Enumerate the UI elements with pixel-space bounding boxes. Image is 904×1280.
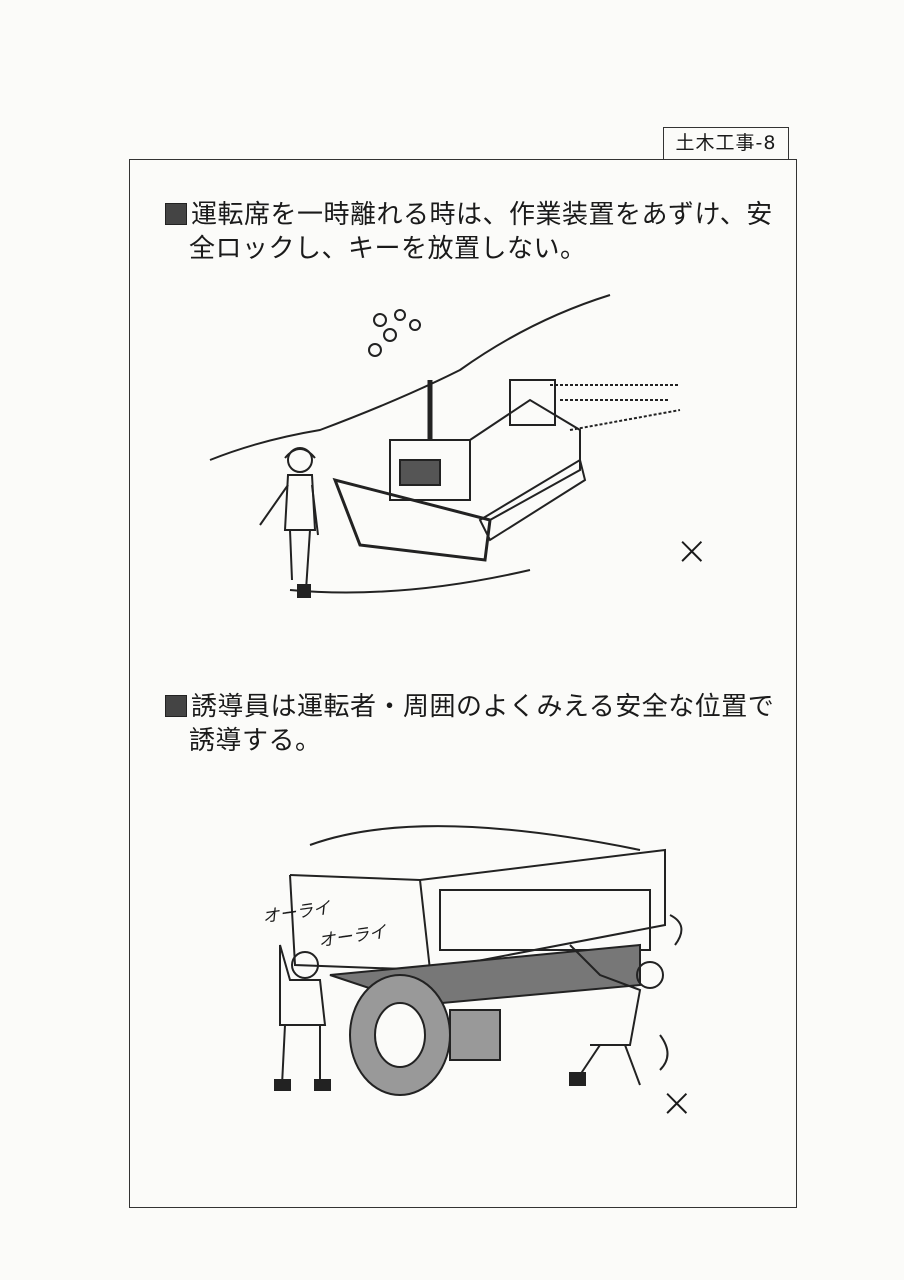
ng-mark-1: × (675, 528, 709, 574)
dump-truck-illustration (274, 825, 683, 1096)
dump-truck (289, 825, 666, 1096)
guide-worker-right-unsafe (569, 914, 683, 1086)
section-1-line-1: 運転席を一時離れる時は、作業装置をあずけ、安 (191, 200, 773, 230)
section-2-text: 誘導員は運転者・周囲のよくみえる安全な位置で 誘導する。 (165, 690, 785, 758)
section-1-text: 運転席を一時離れる時は、作業装置をあずけ、安 全ロックし、キーを放置しない。 (165, 198, 785, 266)
bullet-icon (165, 203, 187, 225)
bulldozer (332, 309, 681, 562)
page-label: 土木工事-8 (663, 127, 789, 159)
section-2-line-2: 誘導する。 (189, 726, 322, 756)
bullet-icon (165, 695, 187, 717)
bulldozer-illustration (209, 294, 681, 598)
ng-mark-2: × (660, 1080, 694, 1126)
worker-figure (259, 447, 319, 598)
section-2-line-1: 誘導員は運転者・周囲のよくみえる安全な位置で (191, 692, 775, 722)
section-1-line-2: 全ロックし、キーを放置しない。 (189, 234, 587, 264)
guide-worker-left (274, 944, 331, 1091)
content-frame (129, 159, 797, 1208)
